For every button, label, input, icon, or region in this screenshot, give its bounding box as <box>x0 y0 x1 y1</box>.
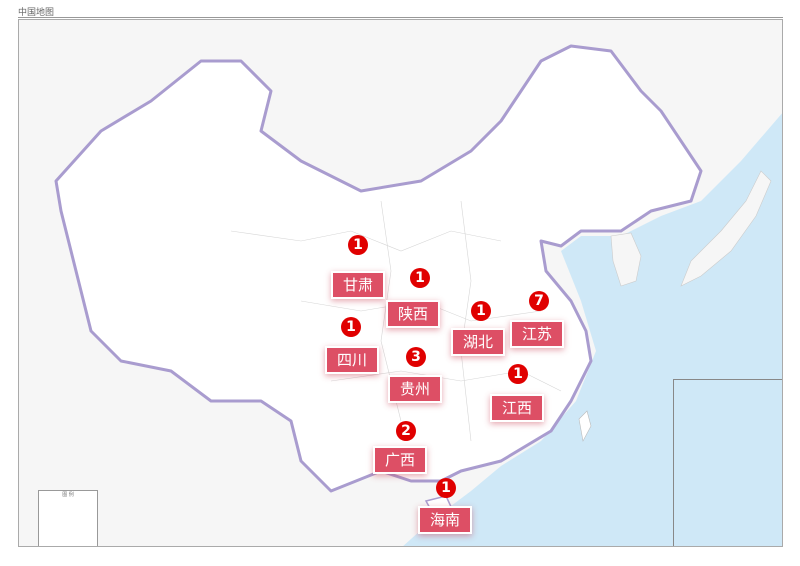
province-label-hainan[interactable]: 海南 <box>418 506 472 534</box>
count-badge: 3 <box>406 347 426 367</box>
japan <box>680 170 772 287</box>
count-badge: 1 <box>341 317 361 337</box>
count-badge: 2 <box>396 421 416 441</box>
map-title: 中国地图 <box>18 8 55 18</box>
count-badge: 1 <box>471 301 491 321</box>
divider <box>18 17 783 18</box>
count-badge: 1 <box>410 268 430 288</box>
taiwan <box>578 410 592 442</box>
province-label-gansu[interactable]: 甘肃 <box>331 271 385 299</box>
province-label-guangxi[interactable]: 广西 <box>373 446 427 474</box>
province-label-shaanxi[interactable]: 陕西 <box>386 300 440 328</box>
count-badge: 1 <box>508 364 528 384</box>
korea <box>610 232 642 287</box>
count-badge: 7 <box>529 291 549 311</box>
province-label-guizhou[interactable]: 贵州 <box>388 375 442 403</box>
province-label-hubei[interactable]: 湖北 <box>451 328 505 356</box>
south-china-sea-inset <box>673 379 782 546</box>
province-label-jiangxi[interactable]: 江西 <box>490 394 544 422</box>
map-legend: 图 例 <box>38 490 98 546</box>
province-label-jiangsu[interactable]: 江苏 <box>510 320 564 348</box>
legend-title: 图 例 <box>62 492 74 498</box>
province-label-sichuan[interactable]: 四川 <box>325 346 379 374</box>
count-badge: 1 <box>436 478 456 498</box>
china-outline <box>54 44 703 493</box>
count-badge: 1 <box>348 235 368 255</box>
